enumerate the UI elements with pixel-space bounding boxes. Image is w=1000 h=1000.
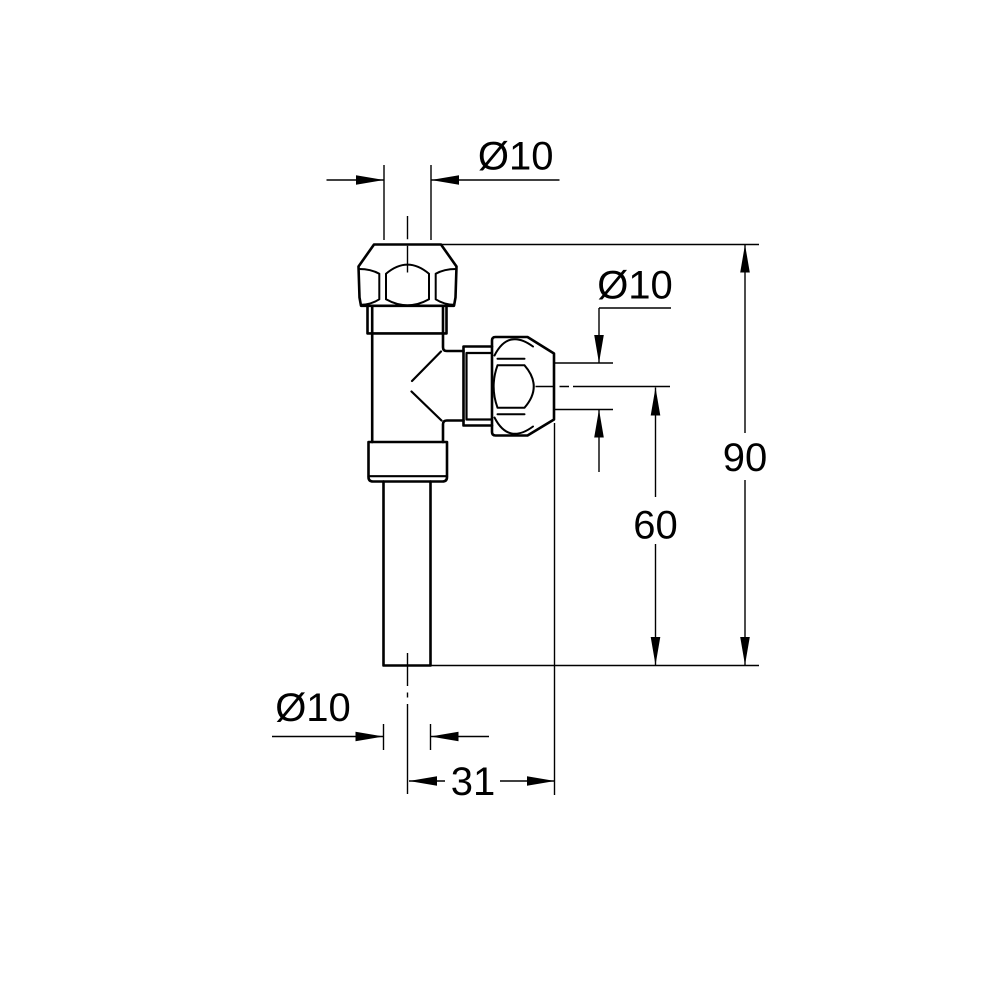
dimension-side-offset: 31 bbox=[409, 423, 556, 804]
dimension-overall-height: 90 bbox=[441, 243, 768, 665]
side-port-leader bbox=[598, 307, 671, 363]
side-port-diameter-label: Ø10 bbox=[597, 263, 673, 307]
inlet-arrow-right bbox=[431, 175, 459, 185]
outlet-arrow-right bbox=[430, 731, 459, 742]
outlet-drop-label: 60 bbox=[633, 504, 678, 548]
fitting bbox=[357, 243, 556, 667]
dimension-outlet-drop: 60 bbox=[633, 387, 678, 665]
lower-collar bbox=[367, 440, 449, 483]
dimensions: Ø10 Ø10 90 bbox=[272, 135, 768, 804]
valve-body bbox=[370, 304, 465, 444]
outlet-drop-arrow-bottom bbox=[650, 637, 661, 665]
outlet-pipe-outline bbox=[382, 480, 432, 667]
overall-height-label: 90 bbox=[723, 436, 768, 480]
dimension-side-port-diameter: Ø10 bbox=[554, 263, 673, 472]
outlet-pipe bbox=[382, 480, 432, 667]
side-port-arrow-up bbox=[594, 409, 604, 438]
upper-collar bbox=[366, 304, 448, 335]
side-offset-arrow-right bbox=[527, 776, 555, 786]
body-right-side-lower bbox=[441, 419, 465, 444]
neck-thread-lines bbox=[465, 351, 494, 421]
overall-height-arrow-top bbox=[740, 244, 750, 273]
side-port-arrow-down bbox=[594, 335, 604, 363]
centerlines bbox=[406, 216, 670, 794]
side-port-neck bbox=[462, 345, 494, 427]
neck-outline bbox=[462, 345, 494, 427]
body-right-side-upper bbox=[441, 304, 465, 353]
upper-collar-outline bbox=[366, 304, 448, 335]
side-union-nut-facet-lines bbox=[492, 338, 535, 435]
side-offset-arrow-left bbox=[409, 776, 437, 786]
outlet-arrow-left bbox=[355, 731, 384, 742]
internal-cone-lines bbox=[410, 350, 443, 422]
side-union-nut bbox=[490, 335, 556, 437]
dimension-outlet-diameter: Ø10 bbox=[272, 686, 489, 750]
overall-height-arrow-bottom bbox=[740, 637, 750, 665]
outlet-drop-arrow-top bbox=[650, 387, 661, 416]
side-port-extension-lines bbox=[554, 362, 613, 411]
side-union-nut-outline bbox=[490, 335, 556, 437]
side-offset-label: 31 bbox=[451, 760, 496, 804]
inlet-arrow-left bbox=[356, 175, 384, 185]
outlet-diameter-label: Ø10 bbox=[275, 686, 351, 730]
inlet-diameter-label: Ø10 bbox=[478, 135, 554, 179]
dimension-inlet-diameter: Ø10 bbox=[326, 135, 560, 240]
inlet-extension-lines bbox=[383, 165, 432, 240]
lower-collar-outline bbox=[367, 440, 449, 483]
top-union-nut-outline bbox=[357, 243, 458, 308]
